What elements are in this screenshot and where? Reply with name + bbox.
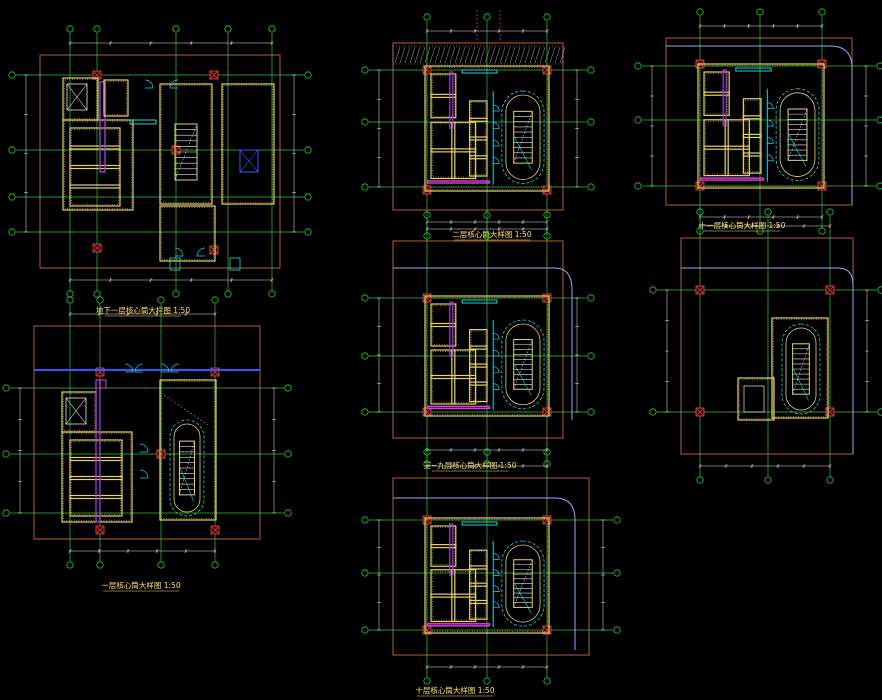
sheet-title-p5: 十层核心筒大样图 1:50 — [415, 685, 494, 695]
sheet-title-p6: 十一层核心筒大样图 1:50 — [699, 220, 786, 230]
sheet-title-p1: 地下一层核心筒大样图 1:50 — [96, 305, 190, 315]
sheet-title-p4: 三~九层核心筒大样图 1:50 — [423, 460, 516, 470]
sheet-title-p3: 二层核心筒大样图 1:50 — [452, 229, 531, 239]
plan-sheet-p6: 十一层核心筒大样图 1:50 — [634, 8, 882, 235]
plan-sheet-p2: 一层核心筒大样图 1:50 — [2, 296, 292, 592]
plan-sheet-p4: 三~九层核心筒大样图 1:50 — [361, 211, 595, 472]
plan-sheet-p5: 十层核心筒大样图 1:50 — [361, 448, 621, 697]
plan-sheet-p3: 二层核心筒大样图 1:50 — [361, 10, 595, 241]
plan-sheet-p1: 地下一层核心筒大样图 1:50 — [8, 25, 312, 317]
plan-sheet-p7 — [649, 208, 882, 484]
sheet-title-p2: 一层核心筒大样图 1:50 — [101, 580, 180, 590]
